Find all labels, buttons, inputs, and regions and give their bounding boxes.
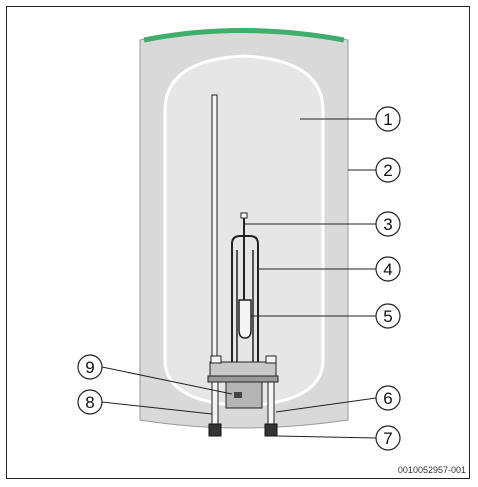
svg-text:4: 4 <box>383 260 392 279</box>
anode-loop <box>238 299 252 339</box>
flange-plate <box>207 375 279 383</box>
svg-text:9: 9 <box>85 358 94 377</box>
leader-lines <box>101 118 377 439</box>
svg-text:8: 8 <box>85 393 94 412</box>
callout-5: 5 <box>375 303 401 329</box>
control-box <box>225 381 263 409</box>
figure-reference-code: 0010052957-001 <box>397 465 466 475</box>
flange-top-left <box>210 355 222 364</box>
callout-9: 9 <box>77 354 103 380</box>
hot-water-pipe <box>211 94 218 368</box>
svg-text:5: 5 <box>383 307 392 326</box>
sensor-tip <box>240 212 248 219</box>
inlet-fitting <box>208 423 222 437</box>
outlet-pipe <box>267 381 275 425</box>
callout-2: 2 <box>375 157 401 183</box>
callout-4: 4 <box>375 256 401 282</box>
flange-block <box>209 361 277 377</box>
top-accent-band <box>143 28 345 43</box>
callout-8: 8 <box>77 389 103 415</box>
svg-text:7: 7 <box>383 429 392 448</box>
callout-6: 6 <box>375 385 401 411</box>
heating-element <box>231 235 259 370</box>
svg-text:6: 6 <box>383 389 392 408</box>
svg-text:1: 1 <box>383 110 392 129</box>
heating-element-inner <box>236 250 254 370</box>
svg-text:2: 2 <box>383 161 392 180</box>
flange-top-right <box>265 355 277 364</box>
control-box-window <box>234 392 242 398</box>
callout-3: 3 <box>375 211 401 237</box>
callout-7: 7 <box>375 425 401 451</box>
inlet-pipe <box>211 381 219 425</box>
callout-1: 1 <box>375 106 401 132</box>
outlet-fitting <box>264 423 278 437</box>
svg-text:3: 3 <box>383 215 392 234</box>
